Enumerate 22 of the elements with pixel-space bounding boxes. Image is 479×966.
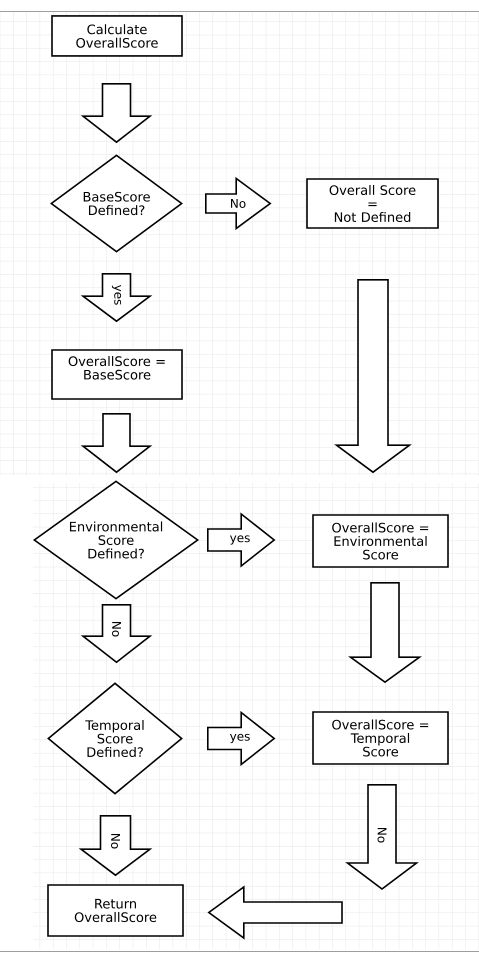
edge-label: No [229,198,247,209]
edge-label: No [110,832,121,850]
edge-label: yes [228,733,252,744]
edge-label: yes [228,534,252,546]
process-box: Overall Score = Not Defined [306,178,439,229]
process-box: Calculate OverallScore [51,15,183,57]
block-arrow [345,784,419,890]
block-arrow [80,82,152,144]
process-box: OverallScore = Environmental Score [312,514,449,568]
edge-label: yes [111,284,122,306]
process-box: OverallScore = BaseScore [51,349,183,400]
edge-label: No [111,620,122,638]
block-arrow [205,176,272,230]
process-box: OverallScore = Temporal Score [312,711,449,765]
process-box: Return OverallScore [47,884,184,937]
edge-label: No [376,826,388,844]
block-arrow [334,279,412,474]
block-arrow [80,604,152,664]
block-arrow [80,413,152,474]
block-arrow [348,582,422,684]
block-arrow [207,885,343,940]
block-arrow [78,815,152,876]
